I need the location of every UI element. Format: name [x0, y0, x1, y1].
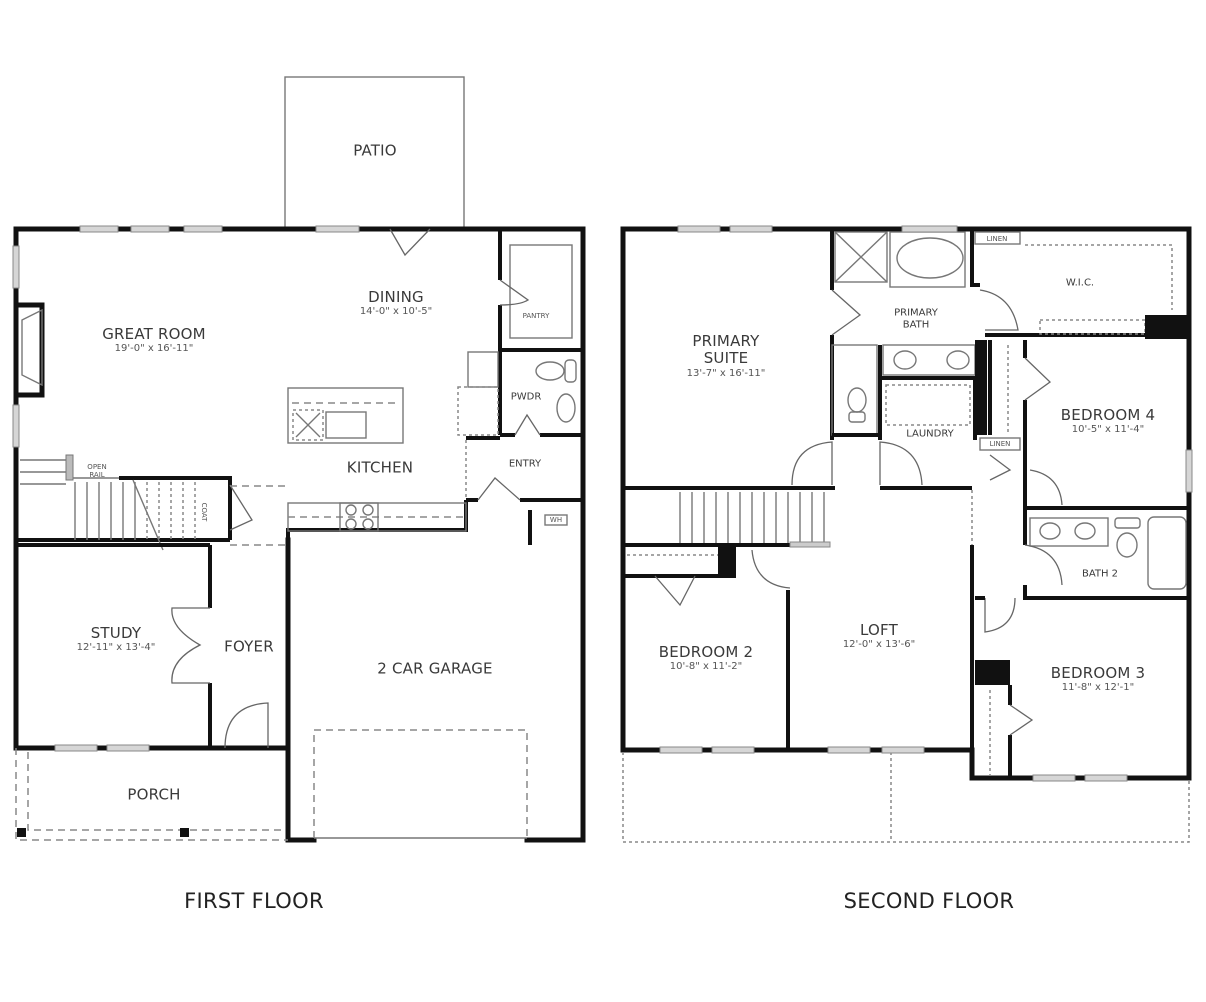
second-floor-title: SECOND FLOOR [843, 888, 1015, 913]
room-label-loft: LOFT [860, 621, 898, 640]
room-label-bedroom-4: BEDROOM 4 [1060, 406, 1156, 425]
room-loft: LOFT 12'-0" x 13'-6" [843, 621, 915, 651]
room-dim-loft: 12'-0" x 13'-6" [842, 639, 916, 651]
room-label-primary-bath-2: BATH [902, 319, 930, 330]
label-open-rail: OPEN RAIL [87, 462, 107, 479]
room-dim-primary-suite: 13'-7" x 16'-11" [686, 367, 766, 379]
room-label-foyer: FOYER [224, 637, 274, 656]
label-linen-1: LINEN [986, 234, 1008, 243]
kitchen-island [287, 387, 404, 444]
first-floor-plan [12, 76, 586, 843]
room-bedroom-3: BEDROOM 3 11'-8" x 12'-1" [1051, 664, 1145, 694]
room-dim-dining: 14'-0" x 10'-5" [359, 306, 433, 318]
room-dining: DINING 14'-0" x 10'-5" [360, 288, 432, 318]
fireplace [13, 302, 45, 398]
room-label-patio: PATIO [353, 141, 397, 160]
room-dim-great-room: 19'-0" x 16'-11" [114, 343, 194, 355]
room-dim-bedroom-2: 10'-8" x 11'-2" [669, 661, 743, 673]
room-bedroom-4: BEDROOM 4 10'-5" x 11'-4" [1061, 406, 1155, 436]
room-label-kitchen: KITCHEN [346, 458, 414, 477]
room-great-room: GREAT ROOM 19'-0" x 16'-11" [102, 325, 206, 355]
room-label-primary-suite-1: PRIMARY [692, 332, 760, 350]
room-label-wic: W.I.C. [1065, 277, 1095, 289]
room-study: STUDY 12'-11" x 13'-4" [77, 624, 156, 654]
second-floor-exterior-wall [620, 226, 1192, 753]
room-primary-suite: PRIMARY SUITE 13'-7" x 16'-11" [686, 332, 766, 379]
room-label-pwdr: PWDR [510, 391, 542, 403]
room-label-great-room: GREAT ROOM [102, 325, 206, 344]
room-label-primary-suite-2: SUITE [703, 349, 749, 368]
room-primary-bath: PRIMARY BATH [894, 308, 938, 331]
room-label-entry: ENTRY [508, 458, 542, 470]
room-label-porch: PORCH [127, 785, 181, 804]
room-label-dining: DINING [368, 288, 424, 307]
room-label-bath-2: BATH 2 [1081, 568, 1119, 580]
room-label-primary-bath-1: PRIMARY [894, 307, 938, 319]
first-floor-exterior-wall [13, 226, 586, 843]
label-water-heater: WH [549, 515, 563, 524]
room-dim-bedroom-3: 11'-8" x 12'-1" [1061, 682, 1135, 694]
room-label-bedroom-3: BEDROOM 3 [1050, 664, 1146, 683]
room-dim-study: 12'-11" x 13'-4" [76, 642, 156, 654]
room-label-garage: 2 CAR GARAGE [377, 659, 493, 678]
room-label-laundry: LAUNDRY [906, 428, 954, 440]
room-label-bedroom-2: BEDROOM 2 [658, 643, 754, 662]
room-bedroom-2: BEDROOM 2 10'-8" x 11'-2" [659, 643, 753, 673]
first-floor-title: FIRST FLOOR [184, 888, 324, 913]
room-dim-bedroom-4: 10'-5" x 11'-4" [1071, 424, 1145, 436]
room-label-study: STUDY [90, 624, 142, 643]
room-label-pantry: PANTRY [522, 311, 550, 320]
label-coat-closet: COAT [200, 502, 209, 522]
label-linen-2: LINEN [989, 439, 1011, 448]
second-floor-plan [620, 225, 1193, 843]
